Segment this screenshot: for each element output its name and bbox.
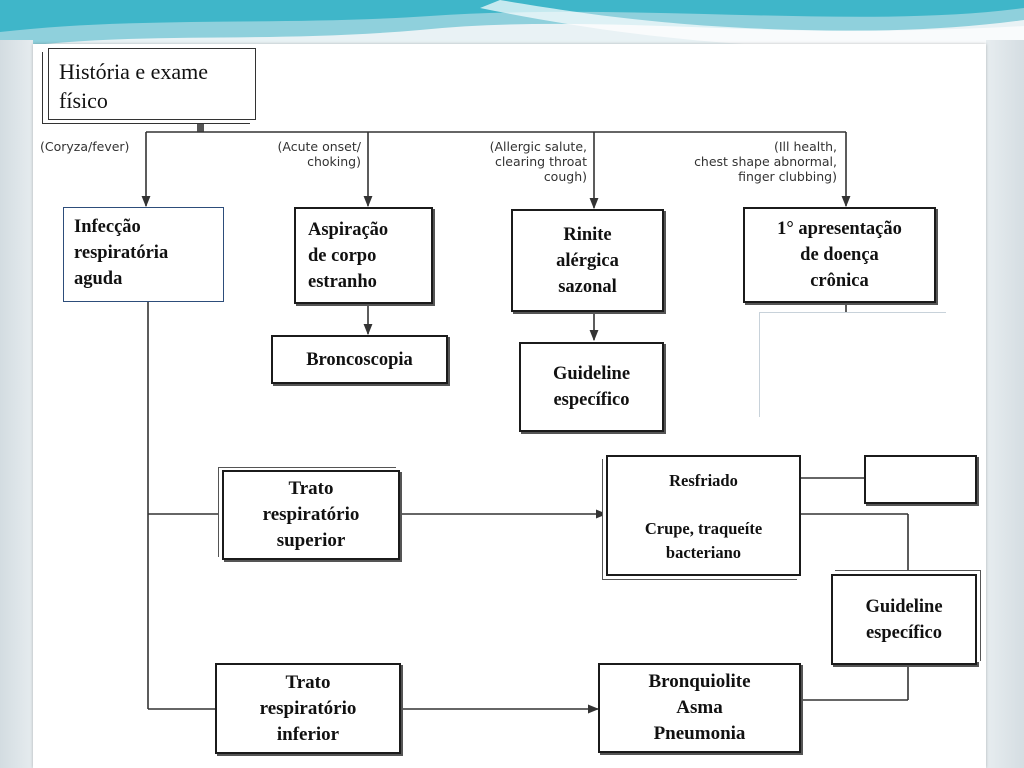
node-guideline-right: Guideline específico xyxy=(831,574,977,665)
node-broncoscopia-label: Broncoscopia xyxy=(306,349,413,370)
node-rinite-label: Rinite alérgica sazonal xyxy=(556,224,619,297)
node-empty-box xyxy=(864,455,977,504)
condition-coryza: (Coryza/fever) xyxy=(40,139,130,154)
condition-ill-health: (Ill health, chest shape abnormal, finge… xyxy=(694,139,837,184)
background-left xyxy=(0,40,33,768)
node-guideline-rinite: Guideline específico xyxy=(519,342,664,432)
node-bronquiolite-label: Bronquiolite Asma Pneumonia xyxy=(648,671,751,744)
node-superior-label: Trato respiratório superior xyxy=(262,478,360,551)
node-rinite: Rinite alérgica sazonal xyxy=(511,209,664,312)
node-guideline-rinite-label: Guideline específico xyxy=(552,364,631,410)
node-trato-superior: Trato respiratório superior xyxy=(222,470,400,560)
node-resfriado-crupe: Resfriado Crupe, traqueíte bacteriano xyxy=(606,455,801,576)
node-cronica-label: 1° apresentação de doença crônica xyxy=(777,219,902,291)
node-infeccao-respiratoria: Infecção respiratória aguda xyxy=(63,207,224,302)
condition-acute-onset: (Acute onset/ choking) xyxy=(277,139,361,169)
node-aspiracao-label: Aspiração de corpo estranho xyxy=(308,219,389,292)
node-aspiracao: Aspiração de corpo estranho xyxy=(294,207,433,304)
node-infeccao-label: Infecção respiratória aguda xyxy=(74,217,169,289)
node-doenca-cronica: 1° apresentação de doença crônica xyxy=(743,207,936,303)
node-bronquiolite-asma-pneumonia: Bronquiolite Asma Pneumonia xyxy=(598,663,801,753)
background-right xyxy=(986,40,1024,768)
node-broncoscopia: Broncoscopia xyxy=(271,335,448,384)
node-inferior-label: Trato respiratório inferior xyxy=(259,671,357,745)
cronica-blank-area xyxy=(759,312,946,417)
start-historia-exame: História e exame físico xyxy=(48,48,256,120)
condition-allergic-salute: (Allergic salute, clearing throat cough) xyxy=(489,139,587,184)
node-resfriado-label: Resfriado Crupe, traqueíte bacteriano xyxy=(644,470,763,562)
node-guideline-right-label: Guideline específico xyxy=(865,596,943,643)
node-trato-inferior: Trato respiratório inferior xyxy=(215,663,401,754)
